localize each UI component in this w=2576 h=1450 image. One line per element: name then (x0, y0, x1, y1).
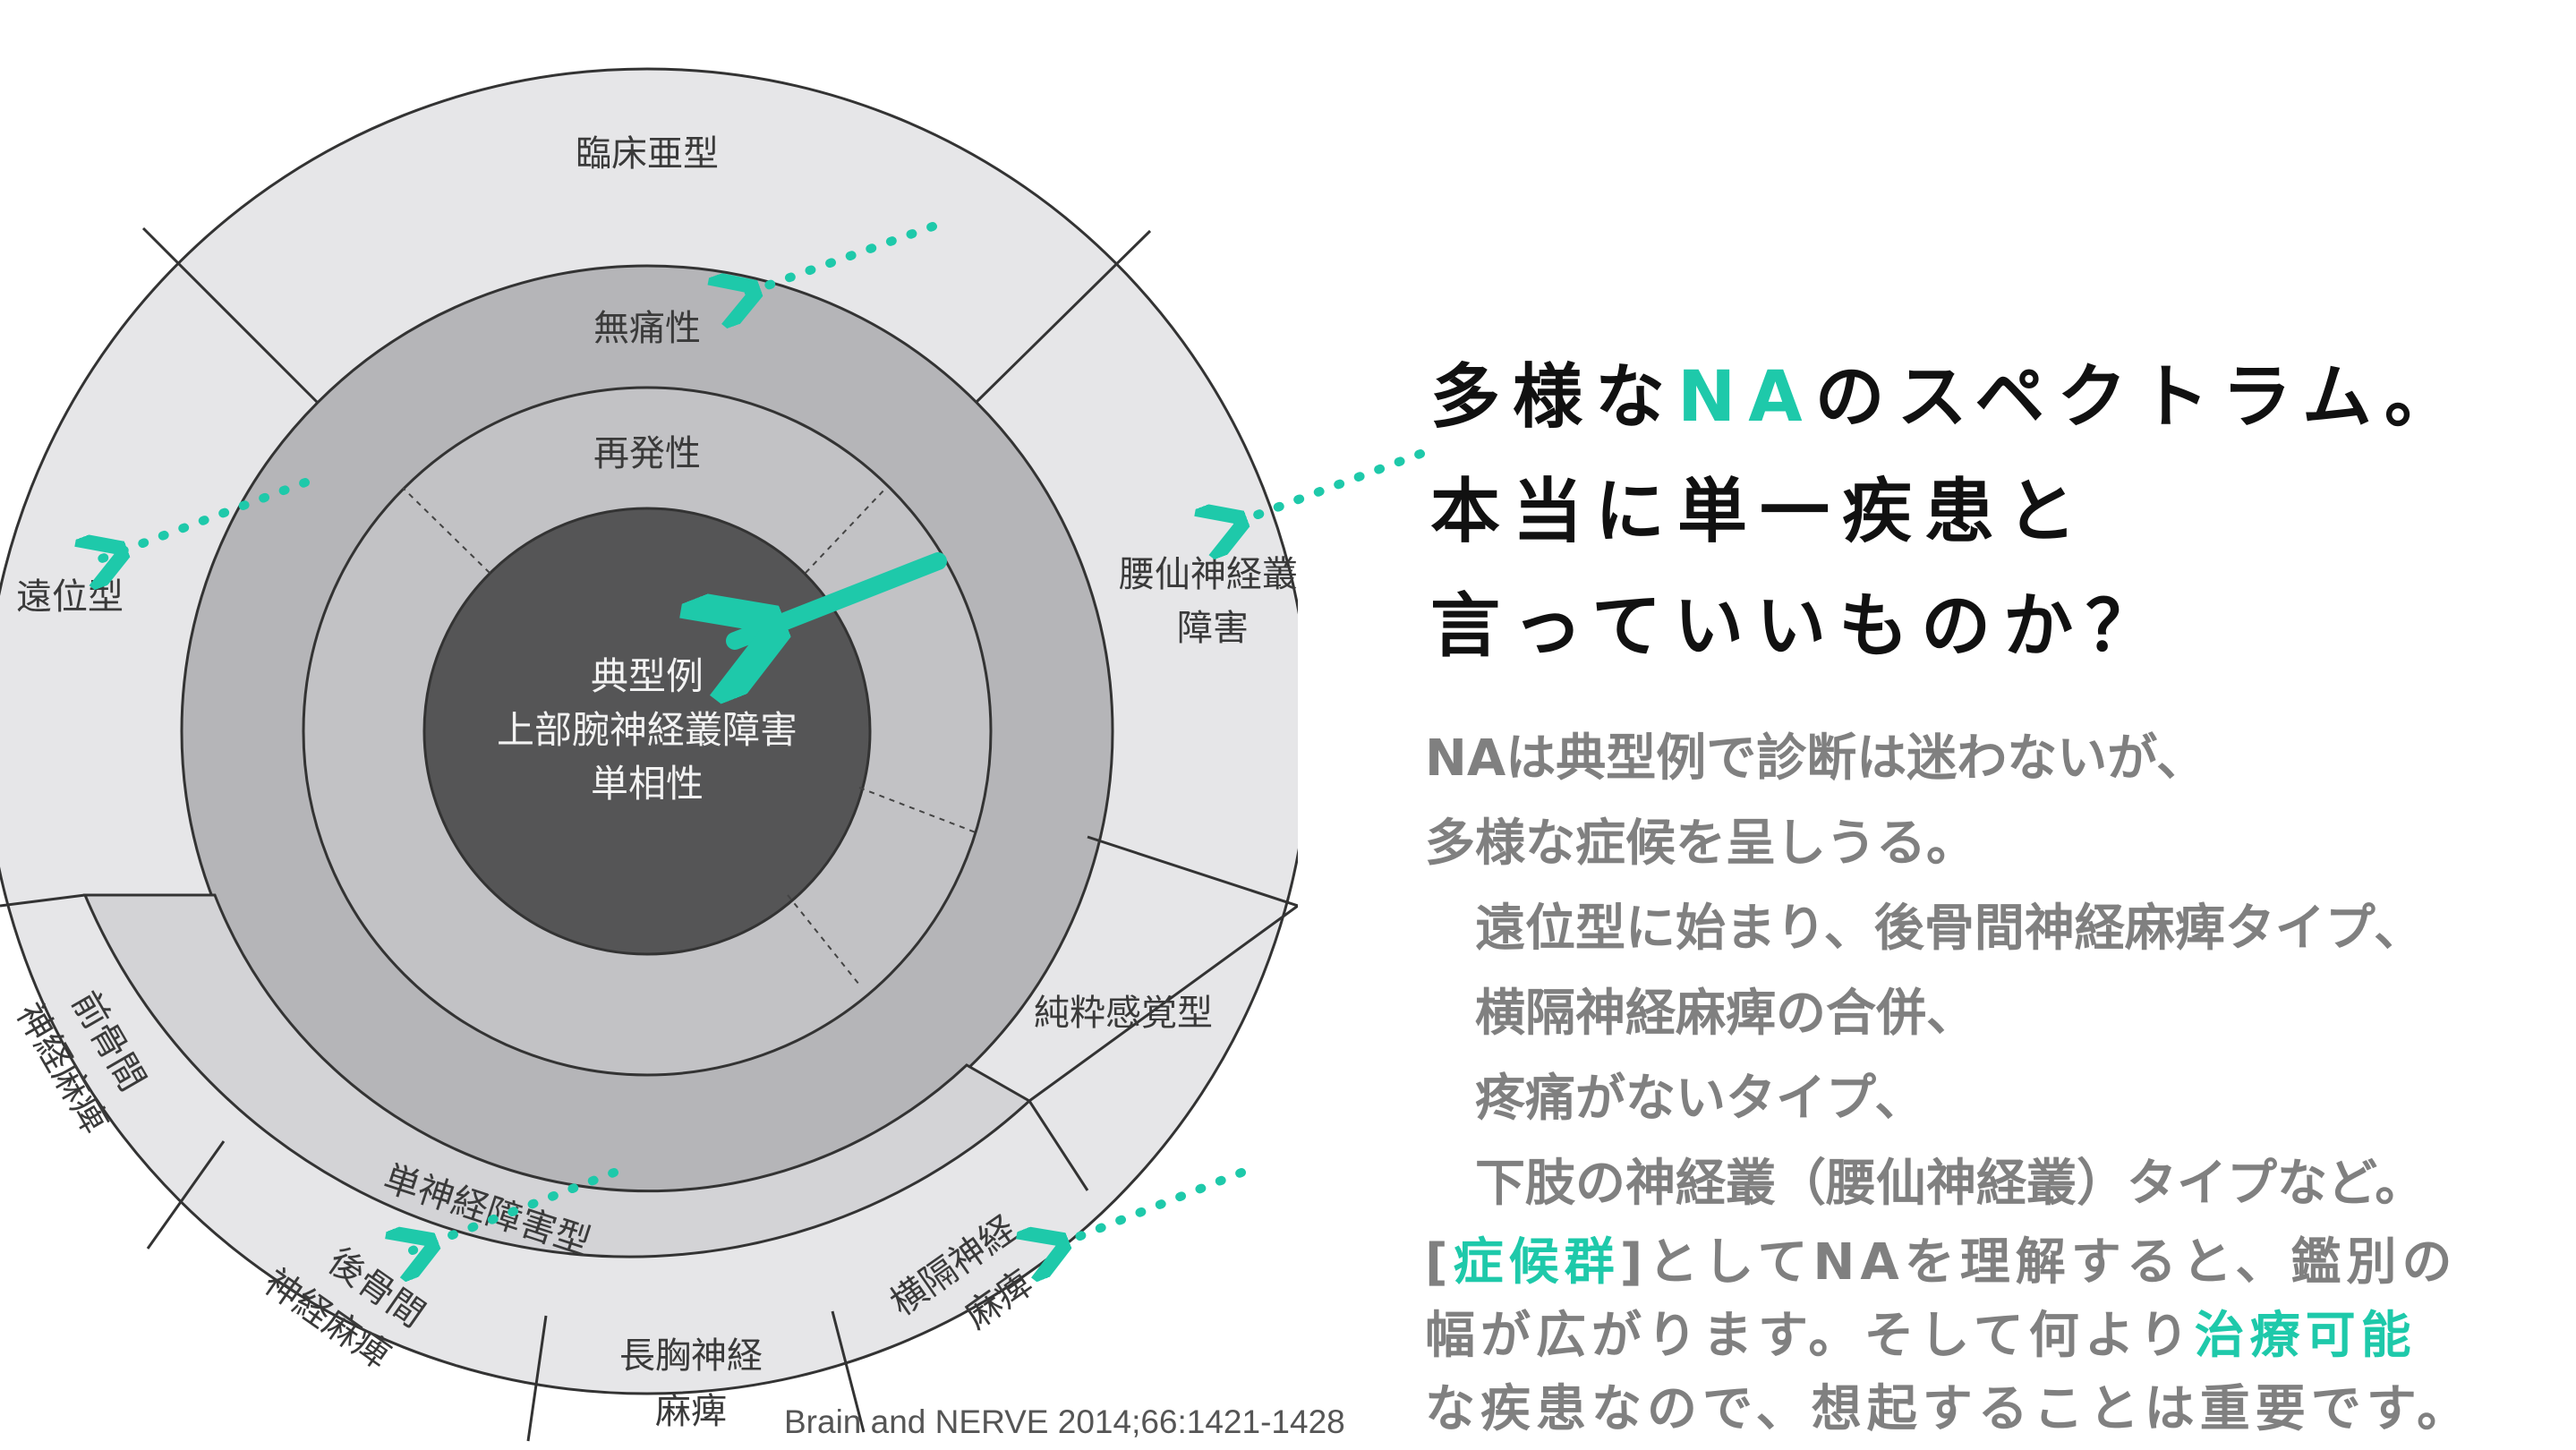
label-typical: 典型例 (591, 654, 704, 698)
label-long-thoracic: 長胸神経 (619, 1335, 763, 1377)
title-line-1: 多様なNAのスペクトラム。 (1430, 340, 2467, 455)
body-line: 疼痛がないタイプ、 (1475, 1070, 1925, 1128)
arrow-lumbosacral-tail (1253, 449, 1425, 521)
label-upper-brachial: 上部腕神経叢障害 (497, 708, 798, 752)
label-lumbosacral-2: 障害 (1177, 608, 1249, 649)
arrow-distal (102, 478, 310, 559)
title-accent: NA (1677, 357, 1815, 438)
label-distal: 遠位型 (16, 576, 124, 618)
citation: Brain and NERVE 2014;66:1421-1428 (784, 1403, 1345, 1440)
arrow-painless (735, 222, 937, 297)
body-line: 幅が広がります。そして何より治療可能 (1425, 1300, 2472, 1373)
mono-band (82, 893, 1032, 1258)
na-spectrum-diagram: 臨床亜型 無痛性 再発性 典型例 上部腕神経叢障害 単相性 遠位型 腰仙神経叢 … (0, 67, 1298, 1442)
sector-lines (0, 226, 1298, 1442)
arrow-typical (735, 552, 947, 641)
label-clinical-subtype: 臨床亜型 (576, 133, 719, 175)
body-line: 横隔神経麻痺の合併、 (1475, 985, 1976, 1043)
arrow-phrenic (1044, 1168, 1246, 1250)
slide-title: 多様なNAのスペクトラム。 本当に単一疾患と 言っていいものか？ (1430, 340, 2467, 684)
body-line: な疾患なので、想起することは重要です。 (1425, 1380, 2473, 1438)
arrow-posterior-interosseous (413, 1168, 618, 1250)
body-line: 下肢の神経叢（腰仙神経叢）タイプなど。 (1475, 1155, 2426, 1213)
accent-syndrome: 症候群 (1453, 1233, 1620, 1292)
body-line: [症候群]としてNAを理解すると、鑑別の (1425, 1226, 2472, 1300)
body-text-span: ]としてNAを理解すると、鑑別の (1619, 1233, 2458, 1292)
body-text: NAは典型例で診断は迷わないが、 多様な症候を呈しうる。 遠位型に始まり、後骨間… (1425, 716, 2472, 1446)
title-line-3: 言っていいものか？ (1430, 586, 2169, 667)
label-sensory: 純粋感覚型 (1034, 993, 1213, 1034)
accent-treatable: 治療可能 (2194, 1307, 2417, 1365)
body-line: NAは典型例で診断は迷わないが、 (1425, 729, 2207, 788)
title-text: のスペクトラム。 (1814, 357, 2467, 438)
title-line-2: 本当に単一疾患と (1430, 472, 2090, 552)
bracket: [ (1425, 1233, 1454, 1292)
body-text-span: 幅が広がります。そして何より (1425, 1307, 2195, 1365)
title-text: 多様な (1430, 357, 1678, 438)
label-recurrent: 再発性 (593, 433, 701, 474)
label-long-thoracic-2: 麻痺 (655, 1391, 727, 1432)
body-line: 多様な症候を呈しうる。 (1425, 815, 1976, 873)
label-monophasic: 単相性 (591, 762, 704, 806)
label-painless: 無痛性 (593, 308, 701, 349)
body-line: 遠位型に始まり、後骨間神経麻痺タイプ、 (1475, 900, 2425, 958)
